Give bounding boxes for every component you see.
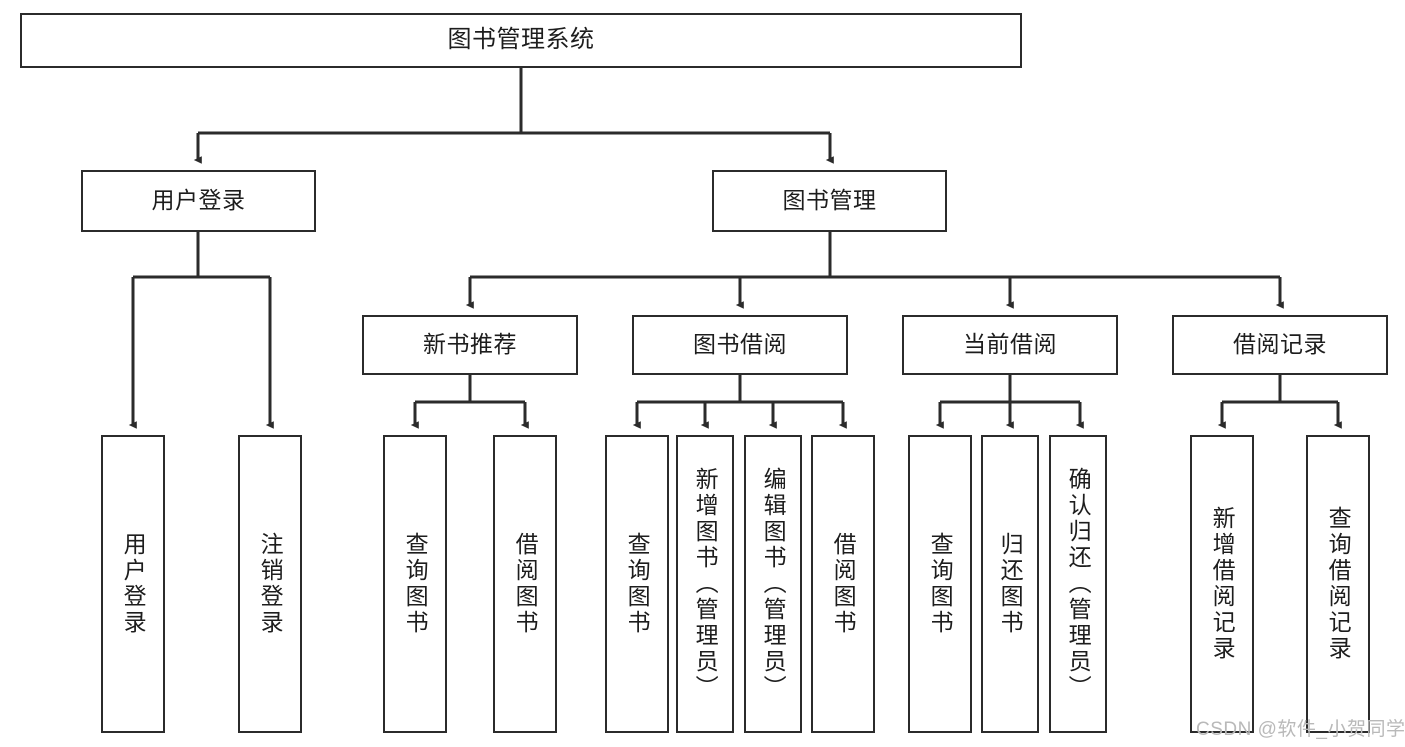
node-borrow-record[interactable]: 借阅记录 [1172, 315, 1388, 375]
leaf-query-book-current[interactable]: 查询图书 [908, 435, 972, 733]
node-label: 图书借阅 [693, 331, 787, 358]
leaf-return-book[interactable]: 归还图书 [981, 435, 1039, 733]
node-label: 查询借阅记录 [1325, 506, 1352, 662]
node-label: 新增借阅记录 [1209, 506, 1236, 662]
leaf-edit-book[interactable]: 编辑图书（管理员） [744, 435, 802, 733]
node-book-management[interactable]: 图书管理 [712, 170, 947, 232]
leaf-query-book-recommend[interactable]: 查询图书 [383, 435, 447, 733]
node-label: 编辑图书（管理员） [760, 467, 787, 701]
node-current-borrow[interactable]: 当前借阅 [902, 315, 1118, 375]
leaf-add-borrow-record[interactable]: 新增借阅记录 [1190, 435, 1254, 733]
leaf-borrow-book-borrow[interactable]: 借阅图书 [811, 435, 875, 733]
node-label: 用户登录 [151, 187, 246, 214]
leaf-query-book-borrow[interactable]: 查询图书 [605, 435, 669, 733]
leaf-logout[interactable]: 注销登录 [238, 435, 302, 733]
node-label: 新增图书（管理员） [692, 467, 719, 701]
node-new-book-recommend[interactable]: 新书推荐 [362, 315, 578, 375]
node-label: 查询图书 [927, 532, 954, 636]
leaf-confirm-return[interactable]: 确认归还（管理员） [1049, 435, 1107, 733]
leaf-add-book[interactable]: 新增图书（管理员） [676, 435, 734, 733]
node-label: 借阅图书 [830, 532, 857, 636]
node-label: 当前借阅 [963, 331, 1057, 358]
node-label: 图书管理系统 [447, 26, 595, 54]
node-label: 图书管理 [782, 187, 877, 214]
node-label: 查询图书 [402, 532, 429, 636]
node-label: 注销登录 [257, 532, 284, 636]
node-user-login[interactable]: 用户登录 [81, 170, 316, 232]
node-label: 查询图书 [624, 532, 651, 636]
leaf-borrow-book-recommend[interactable]: 借阅图书 [493, 435, 557, 733]
node-root-system[interactable]: 图书管理系统 [20, 13, 1022, 68]
node-label: 用户登录 [120, 532, 147, 636]
leaf-user-login[interactable]: 用户登录 [101, 435, 165, 733]
csdn-watermark: CSDN @软件_小贺同学 [1196, 719, 1405, 740]
node-label: 借阅图书 [512, 532, 539, 636]
node-label: 借阅记录 [1233, 331, 1327, 358]
leaf-query-borrow-record[interactable]: 查询借阅记录 [1306, 435, 1370, 733]
node-label: 归还图书 [997, 532, 1024, 636]
node-label: 新书推荐 [423, 331, 517, 358]
node-label: 确认归还（管理员） [1065, 467, 1092, 701]
node-book-borrow[interactable]: 图书借阅 [632, 315, 848, 375]
